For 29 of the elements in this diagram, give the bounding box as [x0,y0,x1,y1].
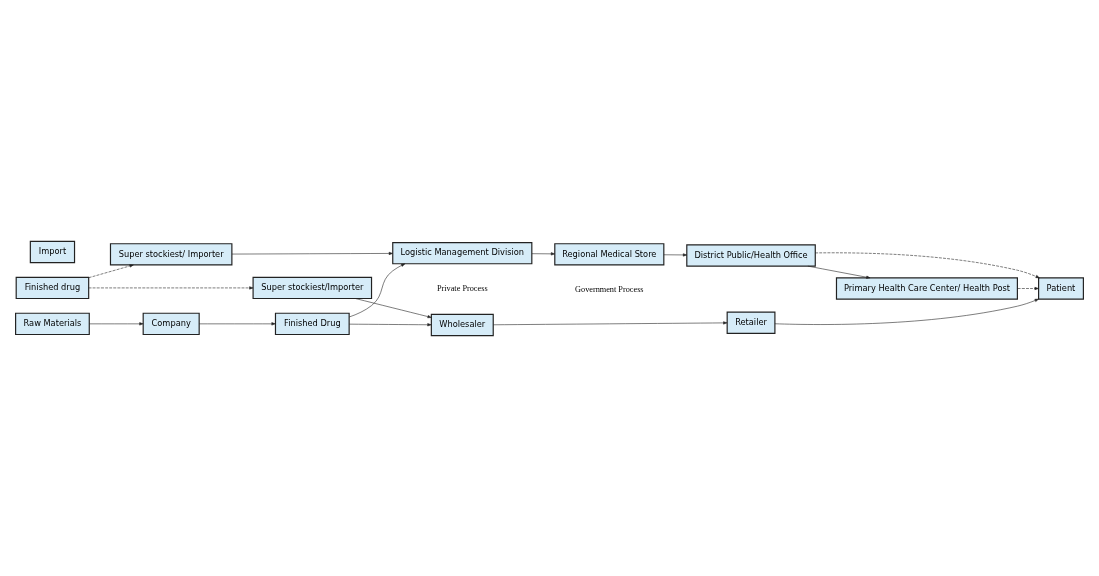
arrow [774,298,1039,325]
arrow [815,252,1040,278]
label: Government Process [575,284,644,294]
node-box: Retailer [726,311,776,334]
arrow [807,265,871,279]
node-box: Wholesaler [430,313,494,336]
node-box: Regional Medical Store [554,242,665,265]
arrow [89,321,144,325]
node-box: District Public/Health Office [686,243,816,267]
arrow [493,320,728,325]
node-box: Import [29,240,76,263]
arrow [88,285,254,289]
node-box: Patient [1038,276,1084,300]
node-box: Super stockiest/Importer [252,276,373,299]
node-box: Raw Materials [15,312,90,335]
node-box: Company [142,312,200,335]
node-box: Finished drug [15,276,90,299]
arrow [198,321,276,325]
arrow [355,297,432,318]
node-box: Finished Drug [274,312,350,335]
arrow [663,252,688,256]
arrow [1017,286,1039,290]
arrow [349,322,432,326]
arrow [88,263,134,278]
arrow [348,262,406,317]
arrow [531,251,556,255]
arrow [231,251,393,255]
node-box: Logistic Management Division [392,241,533,264]
label: Private Process [436,283,488,293]
